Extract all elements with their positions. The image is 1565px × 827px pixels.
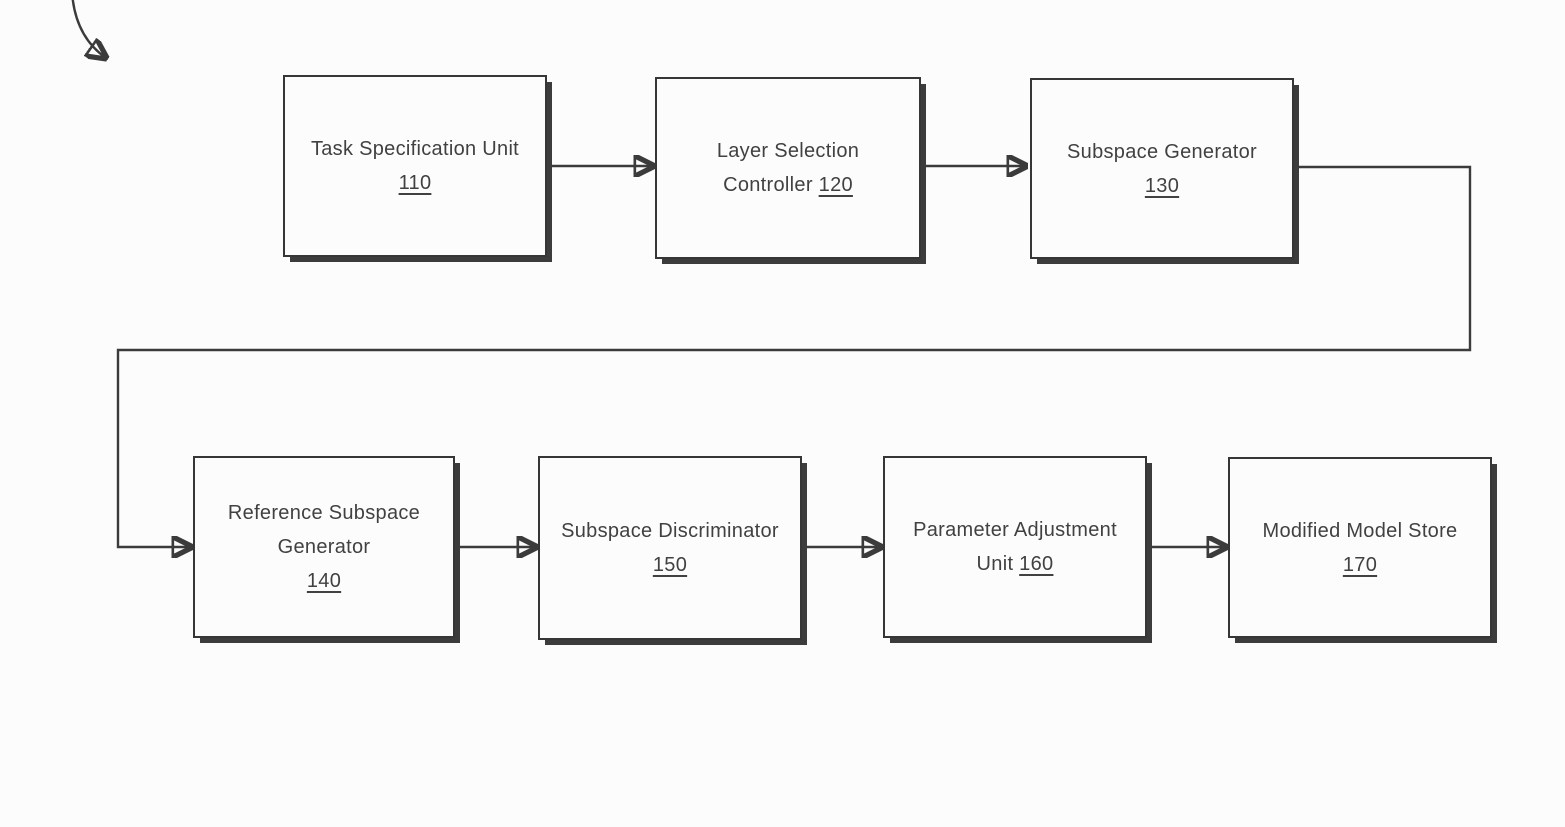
- box-modified-model-store-170: Modified Model Store 170: [1228, 457, 1492, 638]
- box-ref-number: 110: [398, 172, 432, 194]
- box-ref-number: 150: [652, 554, 688, 576]
- figure-reference-arrow: [71, 0, 106, 58]
- box-title: Layer Selection: [716, 140, 860, 162]
- box-parameter-adjustment-unit-160: Parameter Adjustment Unit 160: [883, 456, 1147, 638]
- box-ref-number: 130: [1144, 174, 1180, 197]
- box-label: Layer Selection Controller 120: [717, 134, 859, 202]
- box-ref-number: 170: [1342, 553, 1378, 576]
- box-label: Parameter Adjustment Unit 160: [913, 513, 1117, 581]
- box-reference-subspace-generator-140: Reference Subspace Generator 140: [193, 456, 455, 638]
- box-label: Subspace Generator 130: [1067, 135, 1257, 203]
- box-label: Modified Model Store 170: [1263, 514, 1458, 582]
- box-title: Subspace Discriminator: [561, 520, 779, 542]
- box-title: Task Specification Unit: [310, 138, 520, 160]
- box-label: Task Specification Unit 110: [311, 132, 519, 200]
- box-layer-selection-controller-120: Layer Selection Controller 120: [655, 77, 921, 259]
- box-title: Reference Subspace: [227, 502, 421, 524]
- box-title: Subspace Generator: [1067, 140, 1257, 163]
- box-title-line2: Unit: [976, 553, 1014, 575]
- box-ref-number: 140: [306, 570, 342, 592]
- box-subspace-discriminator-150: Subspace Discriminator 150: [538, 456, 802, 640]
- box-title: Modified Model Store: [1262, 519, 1458, 542]
- box-title-line2: Controller: [723, 174, 813, 196]
- box-subspace-generator-130: Subspace Generator 130: [1030, 78, 1294, 259]
- box-label: Subspace Discriminator 150: [561, 514, 779, 582]
- box-title-line2: Generator: [277, 536, 371, 558]
- box-title: Parameter Adjustment: [913, 519, 1117, 541]
- box-ref-number: 120: [818, 174, 853, 196]
- box-label: Reference Subspace Generator 140: [228, 496, 420, 598]
- box-ref-number: 160: [1019, 553, 1054, 575]
- box-task-specification-unit-110: Task Specification Unit 110: [283, 75, 547, 257]
